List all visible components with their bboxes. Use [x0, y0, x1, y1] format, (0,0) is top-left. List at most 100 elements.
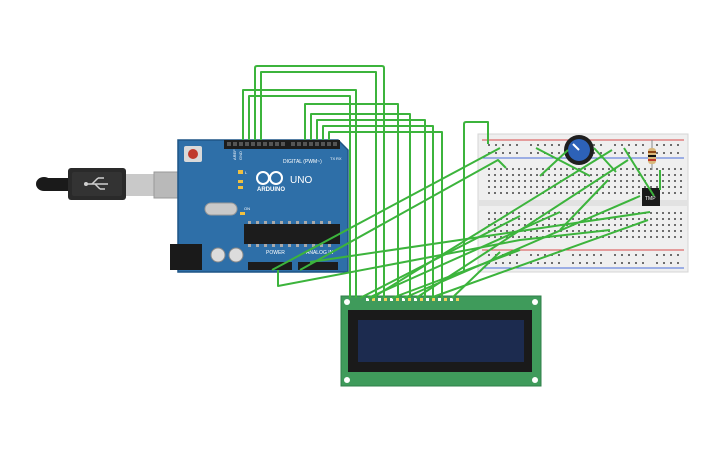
breadboard-hole[interactable] [524, 186, 526, 188]
breadboard-hole[interactable] [638, 224, 640, 226]
breadboard-hole[interactable] [488, 192, 490, 194]
breadboard-hole[interactable] [632, 168, 634, 170]
breadboard-hole[interactable] [488, 180, 490, 182]
breadboard-hole[interactable] [670, 262, 672, 264]
breadboard-hole[interactable] [614, 186, 616, 188]
breadboard-hole[interactable] [518, 180, 520, 182]
breadboard-hole[interactable] [542, 212, 544, 214]
breadboard-hole[interactable] [560, 174, 562, 176]
breadboard-hole[interactable] [626, 192, 628, 194]
breadboard-hole[interactable] [516, 254, 518, 256]
lcd-pin[interactable] [426, 298, 429, 301]
analog-header[interactable] [298, 262, 338, 270]
usb-cable-icon[interactable] [36, 168, 193, 200]
breadboard-hole[interactable] [674, 218, 676, 220]
breadboard-hole[interactable] [614, 224, 616, 226]
lcd-pin[interactable] [384, 298, 387, 301]
breadboard-hole[interactable] [488, 168, 490, 170]
breadboard-hole[interactable] [620, 218, 622, 220]
breadboard-hole[interactable] [663, 254, 665, 256]
breadboard-hole[interactable] [530, 144, 532, 146]
breadboard-hole[interactable] [530, 236, 532, 238]
breadboard-hole[interactable] [600, 254, 602, 256]
wire[interactable] [248, 95, 351, 298]
breadboard-hole[interactable] [516, 262, 518, 264]
breadboard-hole[interactable] [668, 186, 670, 188]
temperature-sensor[interactable]: TMP [642, 188, 660, 206]
breadboard-hole[interactable] [614, 218, 616, 220]
breadboard-hole[interactable] [596, 186, 598, 188]
wire[interactable] [277, 229, 611, 287]
breadboard-hole[interactable] [677, 262, 679, 264]
breadboard-hole[interactable] [578, 168, 580, 170]
breadboard-hole[interactable] [530, 152, 532, 154]
breadboard-hole[interactable] [566, 230, 568, 232]
breadboard-hole[interactable] [662, 180, 664, 182]
breadboard-hole[interactable] [494, 186, 496, 188]
breadboard-hole[interactable] [656, 218, 658, 220]
breadboard-hole[interactable] [662, 230, 664, 232]
breadboard-hole[interactable] [668, 236, 670, 238]
breadboard-hole[interactable] [677, 152, 679, 154]
breadboard-hole[interactable] [644, 168, 646, 170]
breadboard-hole[interactable] [506, 192, 508, 194]
breadboard-hole[interactable] [584, 212, 586, 214]
breadboard-hole[interactable] [635, 152, 637, 154]
breadboard-hole[interactable] [494, 174, 496, 176]
breadboard-hole[interactable] [680, 168, 682, 170]
breadboard-hole[interactable] [548, 212, 550, 214]
breadboard-hole[interactable] [593, 144, 595, 146]
breadboard-hole[interactable] [542, 180, 544, 182]
breadboard-hole[interactable] [663, 144, 665, 146]
breadboard-hole[interactable] [495, 144, 497, 146]
breadboard-hole[interactable] [642, 254, 644, 256]
breadboard-hole[interactable] [530, 254, 532, 256]
breadboard-hole[interactable] [644, 186, 646, 188]
breadboard-hole[interactable] [488, 254, 490, 256]
breadboard-hole[interactable] [590, 236, 592, 238]
breadboard-hole[interactable] [518, 236, 520, 238]
breadboard-hole[interactable] [548, 192, 550, 194]
breadboard-hole[interactable] [668, 218, 670, 220]
breadboard-hole[interactable] [635, 254, 637, 256]
breadboard-hole[interactable] [662, 224, 664, 226]
breadboard-hole[interactable] [626, 212, 628, 214]
lcd-pin[interactable] [408, 298, 411, 301]
breadboard-hole[interactable] [656, 180, 658, 182]
breadboard-hole[interactable] [566, 174, 568, 176]
breadboard-hole[interactable] [572, 168, 574, 170]
breadboard-hole[interactable] [628, 254, 630, 256]
lcd-pin[interactable] [456, 298, 459, 301]
breadboard-hole[interactable] [524, 180, 526, 182]
breadboard-hole[interactable] [502, 262, 504, 264]
wire[interactable] [254, 65, 385, 298]
breadboard-hole[interactable] [662, 192, 664, 194]
breadboard-hole[interactable] [502, 144, 504, 146]
breadboard-hole[interactable] [518, 192, 520, 194]
breadboard-hole[interactable] [586, 254, 588, 256]
breadboard-hole[interactable] [530, 218, 532, 220]
wire[interactable] [367, 211, 561, 299]
breadboard-hole[interactable] [674, 236, 676, 238]
breadboard-hole[interactable] [506, 168, 508, 170]
breadboard-hole[interactable] [626, 186, 628, 188]
breadboard-hole[interactable] [650, 230, 652, 232]
breadboard-hole[interactable] [578, 230, 580, 232]
breadboard-hole[interactable] [644, 174, 646, 176]
breadboard-hole[interactable] [566, 186, 568, 188]
breadboard-hole[interactable] [590, 192, 592, 194]
lcd-pin[interactable] [366, 298, 369, 301]
breadboard-hole[interactable] [524, 174, 526, 176]
breadboard-hole[interactable] [500, 180, 502, 182]
breadboard-hole[interactable] [488, 174, 490, 176]
breadboard-hole[interactable] [662, 174, 664, 176]
breadboard-hole[interactable] [512, 236, 514, 238]
breadboard-hole[interactable] [572, 230, 574, 232]
breadboard-hole[interactable] [590, 230, 592, 232]
breadboard-hole[interactable] [638, 192, 640, 194]
breadboard-hole[interactable] [530, 180, 532, 182]
wires[interactable] [242, 65, 661, 299]
breadboard-hole[interactable] [674, 224, 676, 226]
breadboard-hole[interactable] [494, 192, 496, 194]
